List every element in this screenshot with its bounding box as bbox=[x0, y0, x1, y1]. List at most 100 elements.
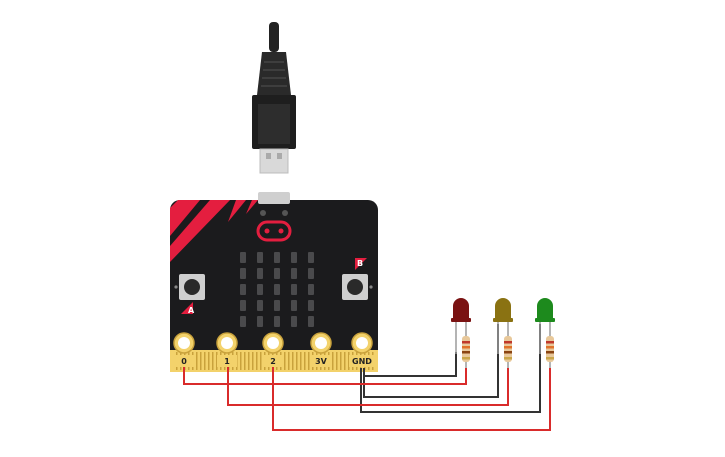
microbit-board[interactable]: A B 0 1 2 bbox=[170, 192, 378, 372]
ground-wire-yellow-led[interactable] bbox=[363, 324, 499, 398]
pin-2[interactable]: 2 bbox=[262, 332, 284, 367]
button-b-cap bbox=[347, 279, 363, 295]
button-a[interactable]: A bbox=[174, 274, 205, 315]
resistor[interactable] bbox=[462, 332, 470, 368]
matrix-led bbox=[257, 300, 263, 311]
button-a-label: A bbox=[188, 306, 195, 315]
matrix-led bbox=[274, 268, 280, 279]
edge-tooth bbox=[296, 352, 298, 370]
edge-tooth bbox=[240, 352, 242, 370]
matrix-led bbox=[291, 268, 297, 279]
resistor-band bbox=[462, 341, 470, 344]
matrix-led bbox=[308, 284, 314, 295]
usb-cable[interactable] bbox=[252, 22, 296, 174]
pin-2-label: 2 bbox=[270, 357, 276, 366]
matrix-led bbox=[257, 284, 263, 295]
matrix-led bbox=[308, 252, 314, 263]
resistor-band bbox=[462, 357, 470, 360]
led-red[interactable] bbox=[451, 298, 471, 354]
edge-tooth bbox=[336, 352, 338, 370]
edge-tooth bbox=[288, 352, 290, 370]
board-corner-accent bbox=[246, 200, 258, 214]
board-corner-accent bbox=[228, 200, 246, 222]
resistor-band bbox=[504, 341, 512, 344]
signal-wire-pin1[interactable] bbox=[227, 367, 509, 406]
edge-tooth bbox=[216, 352, 218, 370]
button-b-label: B bbox=[357, 259, 363, 268]
edge-tooth bbox=[304, 352, 306, 370]
usb-strain-relief bbox=[257, 52, 291, 95]
matrix-led bbox=[274, 252, 280, 263]
matrix-led bbox=[291, 300, 297, 311]
button-a-cap bbox=[184, 279, 200, 295]
led-rim bbox=[451, 318, 471, 322]
pin-3v[interactable]: 3V bbox=[310, 332, 332, 367]
pin-0-hole bbox=[178, 337, 190, 349]
edge-tooth bbox=[348, 352, 350, 370]
edge-tooth bbox=[244, 352, 246, 370]
button-a-marker bbox=[181, 302, 193, 314]
resistor-band bbox=[546, 351, 554, 354]
led-yellow[interactable] bbox=[493, 298, 513, 354]
matrix-led bbox=[274, 284, 280, 295]
edge-tooth bbox=[340, 352, 342, 370]
usb-metal-tip bbox=[259, 148, 289, 174]
usb-plug-inner bbox=[258, 104, 290, 144]
led-green[interactable] bbox=[535, 298, 555, 354]
pin-gnd-hole bbox=[356, 337, 368, 349]
pin-3v-label: 3V bbox=[315, 357, 328, 366]
ground-wire-green-led[interactable] bbox=[360, 324, 541, 413]
button-b[interactable]: B bbox=[342, 258, 373, 300]
pin-3v-hole bbox=[315, 337, 327, 349]
led-rim bbox=[535, 318, 555, 322]
matrix-led bbox=[257, 316, 263, 327]
usb-cable-wire bbox=[269, 22, 279, 52]
usb-tip-hole bbox=[277, 153, 282, 159]
board-dot bbox=[369, 285, 373, 289]
edge-tooth bbox=[284, 352, 286, 370]
led-dome bbox=[453, 298, 469, 320]
matrix-led bbox=[240, 316, 246, 327]
pin-gnd-label-bg bbox=[349, 355, 375, 367]
signal-wire-pin2[interactable] bbox=[272, 367, 551, 431]
resistor-band bbox=[546, 341, 554, 344]
matrix-led bbox=[308, 316, 314, 327]
matrix-led bbox=[257, 252, 263, 263]
button-b-marker bbox=[355, 258, 367, 270]
resistor-band bbox=[546, 346, 554, 349]
edge-tooth bbox=[332, 352, 334, 370]
edge-tooth bbox=[252, 352, 254, 370]
pin-0-label: 0 bbox=[181, 357, 187, 366]
usb-port bbox=[258, 192, 290, 204]
edge-tooth bbox=[208, 352, 210, 370]
pin-1[interactable]: 1 bbox=[216, 332, 238, 367]
edge-tooth bbox=[260, 352, 262, 370]
led-matrix bbox=[240, 252, 314, 327]
pin-gnd[interactable]: GND bbox=[349, 332, 375, 367]
board-corner-accent bbox=[170, 200, 230, 262]
pin-1-label: 1 bbox=[224, 357, 230, 366]
edge-tooth bbox=[212, 352, 214, 370]
edge-tooth bbox=[256, 352, 258, 370]
microbit-logo-icon bbox=[256, 220, 292, 242]
matrix-led bbox=[291, 284, 297, 295]
matrix-led bbox=[240, 268, 246, 279]
pin-gnd-label: GND bbox=[352, 357, 372, 366]
pin-2-label-bg bbox=[263, 355, 283, 367]
resistor-band bbox=[504, 351, 512, 354]
board-hole bbox=[260, 210, 266, 216]
edge-tooth bbox=[344, 352, 346, 370]
board-dot bbox=[174, 285, 178, 289]
edge-tooth bbox=[300, 352, 302, 370]
pin-3v-label-bg bbox=[310, 355, 332, 367]
matrix-led bbox=[308, 300, 314, 311]
pin-2-hole bbox=[267, 337, 279, 349]
matrix-led bbox=[274, 300, 280, 311]
signal-wire-pin0[interactable] bbox=[183, 367, 467, 385]
resistor[interactable] bbox=[504, 332, 512, 368]
matrix-led bbox=[240, 300, 246, 311]
pin-0[interactable]: 0 bbox=[173, 332, 195, 367]
resistor[interactable] bbox=[546, 332, 554, 368]
logo-eye bbox=[264, 228, 270, 234]
